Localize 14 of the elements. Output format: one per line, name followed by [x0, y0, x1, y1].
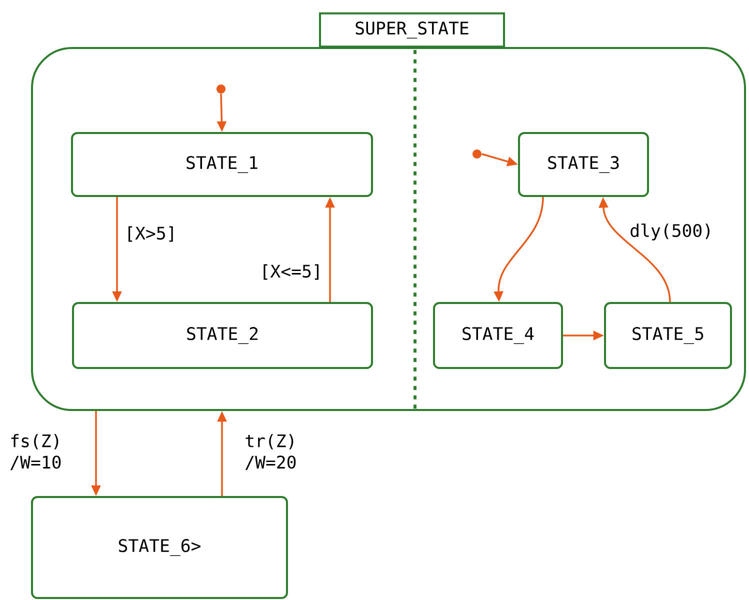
edge-label: tr(Z) /W=20 [243, 432, 305, 472]
state-box: STATE_3 [518, 132, 649, 197]
edge-label: fs(Z) /W=10 [8, 432, 70, 472]
state-box: STATE_2 [72, 302, 373, 369]
state-box: STATE_4 [433, 302, 563, 369]
node-label: SUPER_STATE [356, 22, 468, 38]
state-box: STATE_1 [71, 132, 373, 197]
edge-label: [X>5] [123, 224, 178, 244]
edge-label: [X<=5] [258, 262, 324, 282]
state-box: STATE_5 [604, 302, 732, 369]
state-box: STATE_6> [31, 496, 288, 599]
initial-dot [472, 150, 482, 158]
initial-dot [216, 84, 226, 94]
edge-label: dly(500) [628, 222, 714, 242]
